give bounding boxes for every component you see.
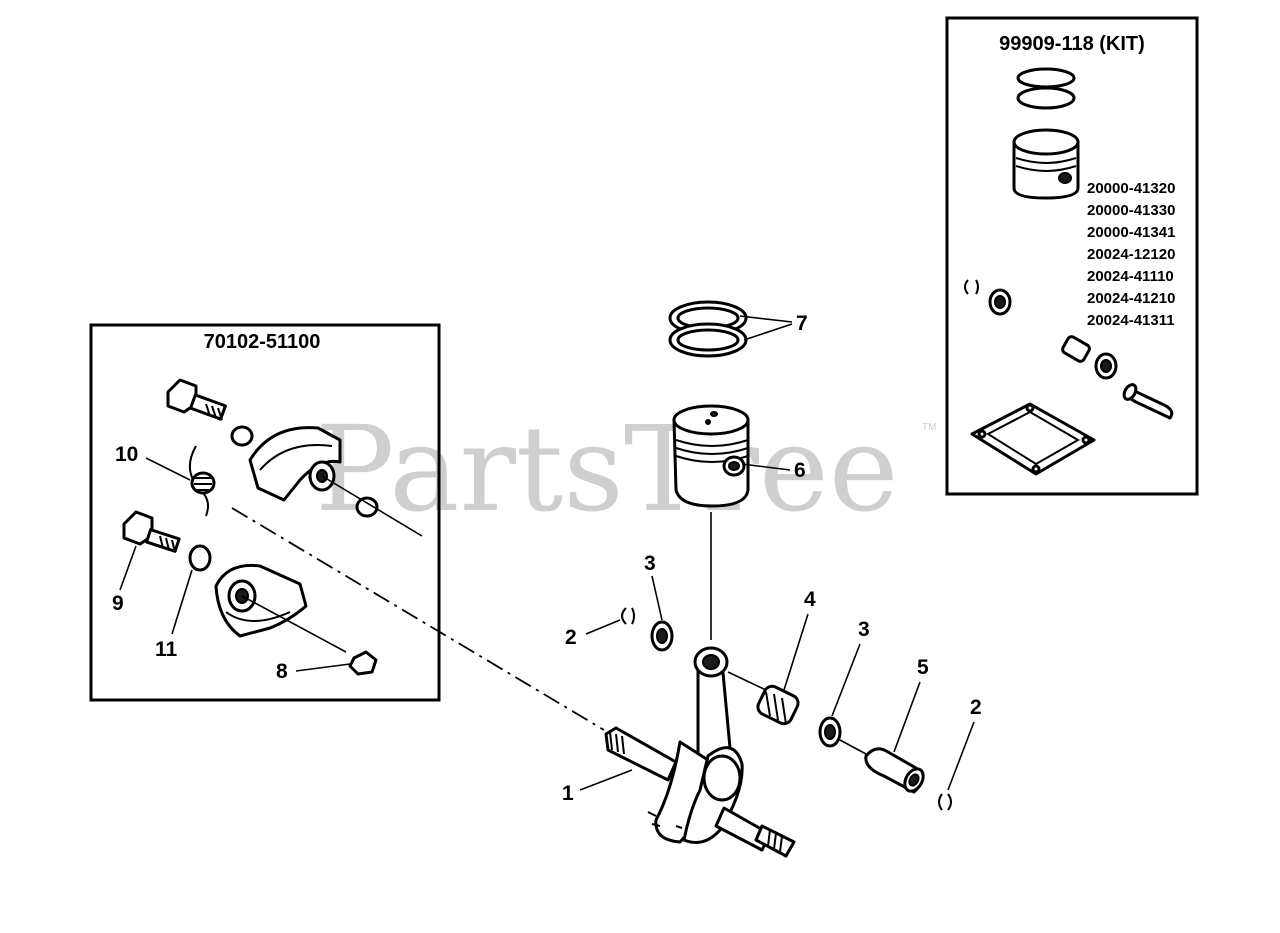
kit-piston-rings-illustration — [1016, 67, 1076, 110]
callout-5: 5 — [917, 656, 929, 679]
callout-8: 8 — [276, 660, 288, 683]
kit-box-title: 99909-118 (KIT) — [999, 33, 1145, 55]
kit-part-number: 20024-41311 — [1087, 312, 1175, 329]
piston-illustration — [672, 404, 750, 508]
upper-assembly-line — [321, 475, 423, 537]
clutch-spring-illustration — [189, 445, 216, 517]
lower-clutch-shoe-illustration — [214, 563, 308, 638]
kit-box-frame — [945, 16, 1199, 496]
callout-9: 9 — [112, 592, 124, 615]
upper-right-washer-illustration — [355, 496, 379, 518]
lower-washer-illustration — [188, 544, 212, 572]
callout-3-right: 3 — [858, 618, 870, 641]
kit-part-number: 20000-41341 — [1087, 224, 1175, 241]
crankshaft-illustration — [604, 646, 796, 858]
callout-1: 1 — [562, 782, 574, 805]
callout-11: 11 — [155, 638, 178, 661]
piston-rings-illustration — [668, 300, 748, 358]
callout-2-right: 2 — [970, 696, 982, 719]
nut-illustration — [348, 650, 378, 676]
kit-gasket-illustration — [970, 402, 1096, 476]
kit-part-number: 20024-41210 — [1087, 290, 1175, 307]
kit-part-number: 20024-41110 — [1087, 268, 1174, 285]
upper-washer-illustration — [230, 425, 254, 447]
callout-2-left: 2 — [565, 626, 577, 649]
piston-pin-illustration — [864, 747, 925, 794]
callout-4: 4 — [804, 588, 816, 611]
kit-part-number: 20000-41330 — [1087, 202, 1175, 219]
callout-3-left: 3 — [644, 552, 656, 575]
clutch-assembly-axis — [231, 507, 605, 731]
left-thrust-washer-illustration — [650, 620, 674, 652]
kit-small-parts-illustration — [964, 279, 1174, 420]
upper-clutch-shoe-illustration — [248, 426, 342, 502]
lower-bolt-illustration — [122, 510, 181, 553]
clutch-box-title: 70102-51100 — [204, 331, 321, 353]
watermark-text: PartsTree — [315, 400, 899, 538]
kit-part-number-list: 20000-41320 20000-41330 20000-41341 2002… — [1087, 180, 1175, 329]
watermark-trademark: TM — [922, 422, 936, 433]
right-thrust-washer-illustration — [818, 716, 842, 748]
left-circlip-illustration — [621, 607, 635, 625]
callout-6: 6 — [794, 459, 806, 482]
lower-assembly-line — [241, 595, 347, 653]
upper-bolt-illustration — [166, 378, 227, 421]
clutch-box: 70102-51100 — [89, 323, 441, 702]
kit-part-number: 20024-12120 — [1087, 246, 1175, 263]
callout-7: 7 — [796, 312, 808, 335]
right-circlip-illustration — [938, 793, 952, 811]
clutch-box-frame — [89, 323, 441, 702]
kit-part-number: 20000-41320 — [1087, 180, 1175, 197]
kit-box: 99909-118 (KIT) 20000-41320 20000-41330 … — [945, 16, 1199, 496]
needle-bearing-illustration — [756, 684, 800, 726]
callout-10: 10 — [115, 443, 138, 466]
kit-piston-illustration — [1012, 128, 1080, 200]
